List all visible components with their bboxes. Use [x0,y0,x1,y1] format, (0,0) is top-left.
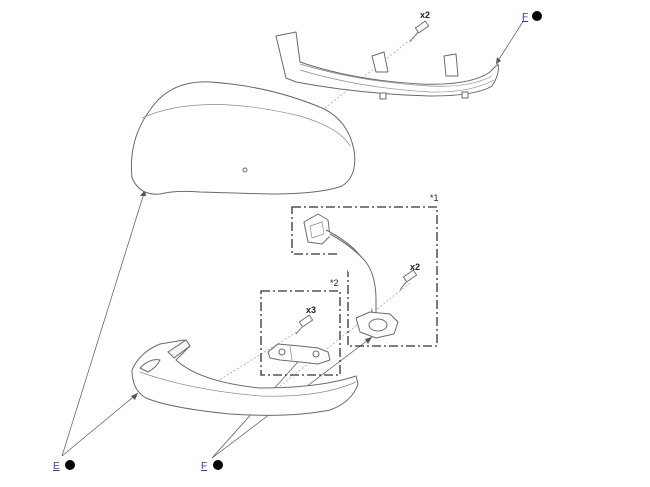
camera-lens [368,318,388,332]
turn-signal-lamp [275,31,499,100]
quantity-left-screw: x3 [306,305,316,315]
alignment-lines [199,31,421,406]
group-note-2: *2 [330,278,339,288]
outer-mirror-cover [130,81,356,195]
leader-e-to-cover [61,189,146,457]
callout-dot-e [65,460,75,470]
quantity-top-screw: x2 [420,10,430,20]
mounting-hole [242,167,248,173]
callout-dot-top [532,11,542,21]
alignment-line [244,31,421,173]
lower-mirror-cover [131,339,359,416]
leader-f-to-turn-lamp [495,19,525,65]
alignment-line [255,282,411,406]
side-camera-assembly [303,213,399,339]
group-box-2 [260,290,341,376]
screw-right [399,269,418,291]
callout-f-top[interactable]: F [522,12,528,23]
camera-bracket [267,343,331,365]
leader-e-to-lower-cover [61,392,139,457]
screw-top [409,20,430,43]
arrowhead [131,393,138,400]
screw-left [295,314,314,335]
callout-e-bottom[interactable]: E [53,461,60,472]
arrowhead [496,57,501,64]
arrowhead [365,337,372,344]
group-note-1: *1 [430,193,439,203]
quantity-right-screw: x2 [410,262,420,272]
callout-f-bottom[interactable]: F [201,461,207,472]
callout-dot-f [213,460,223,470]
group-box-1 [291,206,438,347]
